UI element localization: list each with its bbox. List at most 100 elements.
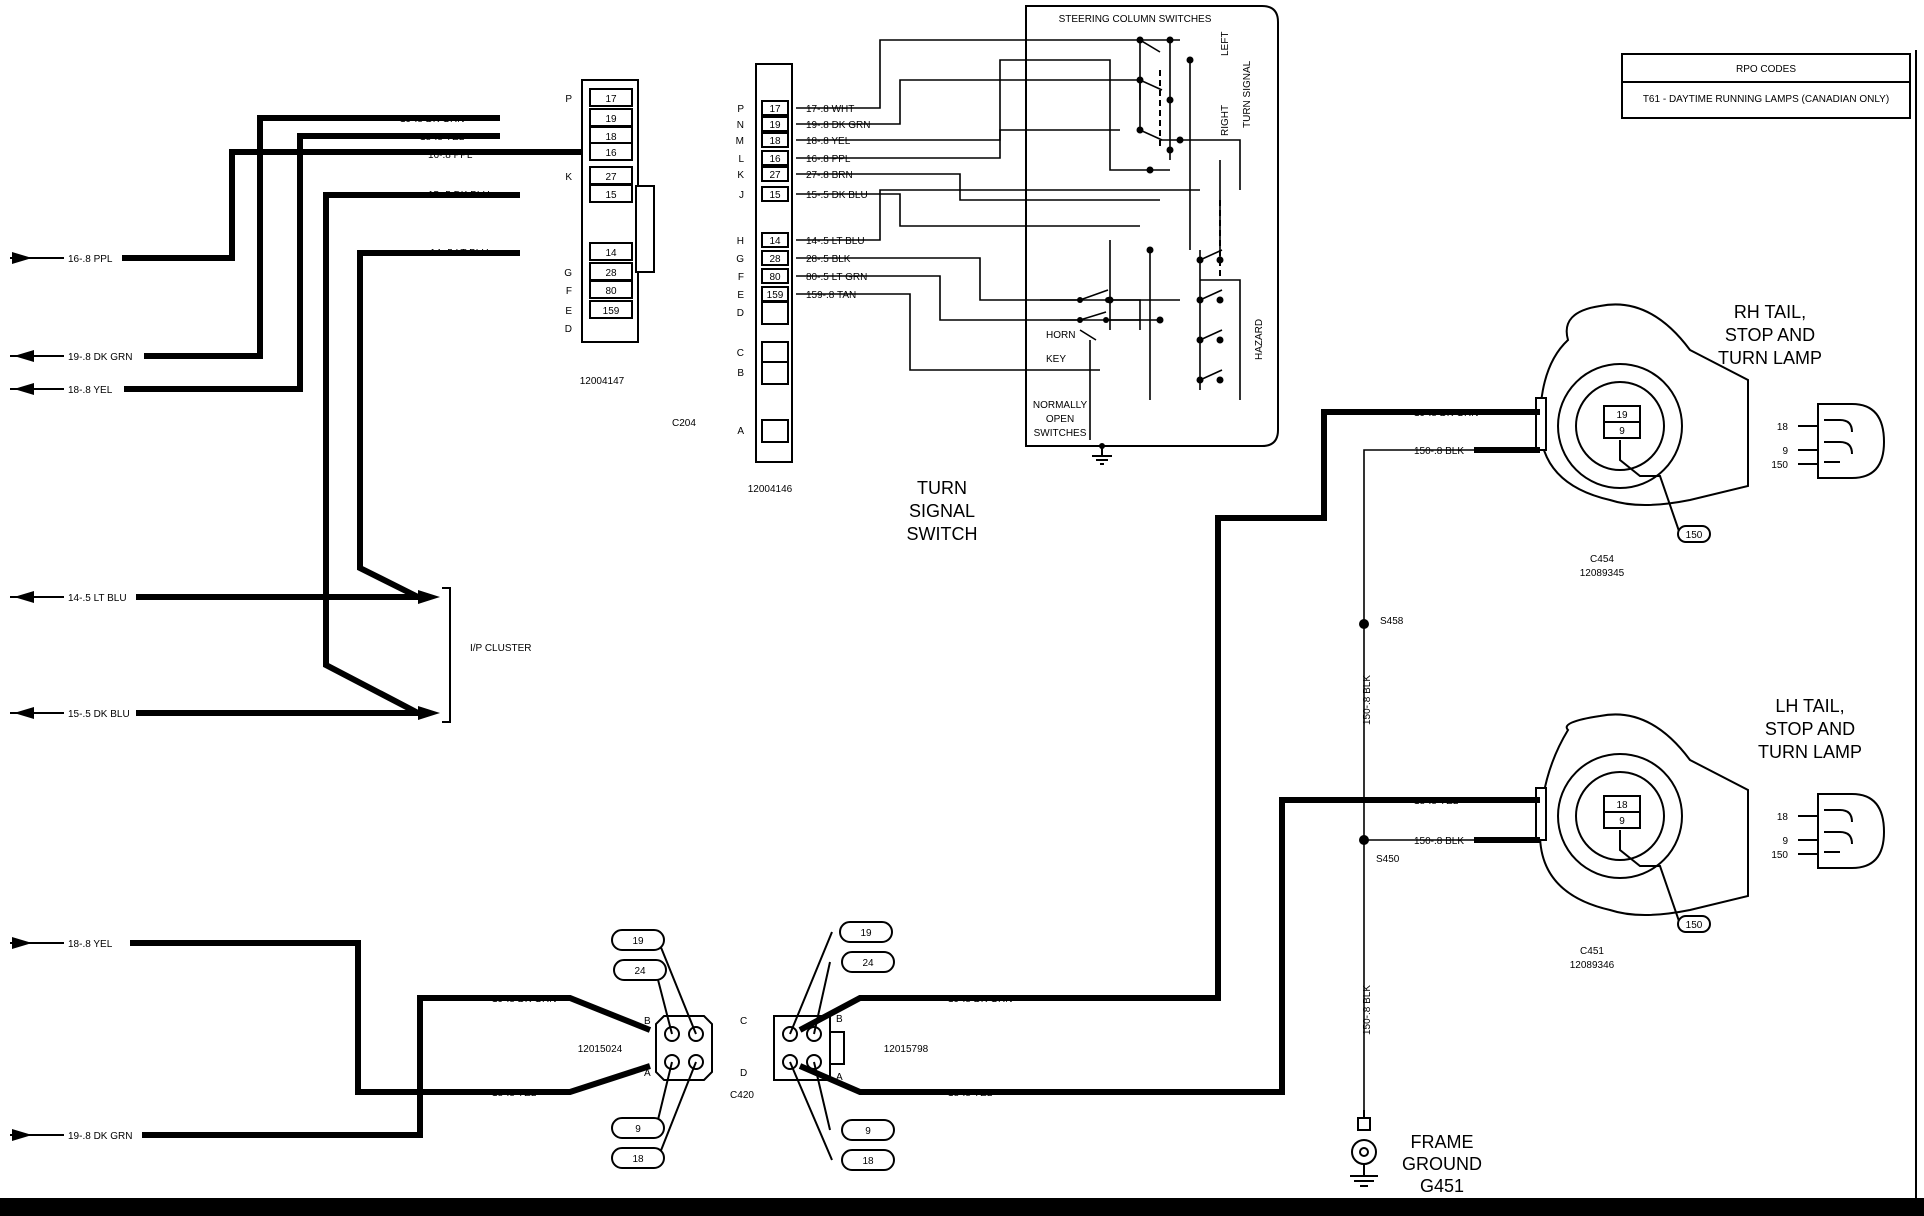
c204-right-pin-letter: P bbox=[737, 104, 744, 115]
ip-cluster-bracket bbox=[442, 587, 451, 723]
lh-pin-9: 9 bbox=[1619, 816, 1625, 827]
switch-contact bbox=[1216, 296, 1224, 304]
c204-right-pin-wire: 14-.5 LT BLU bbox=[806, 236, 865, 247]
frame-ground-1: FRAME bbox=[1411, 1132, 1474, 1152]
c204-left-pin bbox=[589, 142, 633, 161]
rh-title-2: STOP AND bbox=[1725, 325, 1815, 345]
rh-bulb-icon bbox=[1817, 403, 1886, 479]
c204-right-pin-wire: 17-.8 WHT bbox=[806, 104, 854, 115]
label-hazard: HAZARD bbox=[1254, 319, 1265, 360]
c420-circuit-bubble-text: 19 bbox=[632, 936, 644, 947]
rpo-codes-box: RPO CODES T61 - DAYTIME RUNNING LAMPS (C… bbox=[1621, 53, 1911, 119]
switch-name-line1: TURN bbox=[917, 478, 967, 498]
c204-right-pin-wire: 159-.8 TAN bbox=[806, 290, 856, 301]
rh-lamp: 19 9 150 RH TAIL, STOP AND TURN LAMP 18 … bbox=[1535, 302, 1886, 579]
c204-right-pin-empty bbox=[761, 341, 789, 365]
ground-wire-label-2: 150-.8 BLK bbox=[1362, 985, 1373, 1035]
label-dkblu: 15-.5 DK BLU bbox=[68, 709, 130, 720]
c420-letter-d: D bbox=[740, 1068, 747, 1079]
frame-ground-2: GROUND bbox=[1402, 1154, 1482, 1174]
c451-part: 12089346 bbox=[1570, 960, 1615, 971]
switch-contact bbox=[1216, 256, 1224, 264]
c420-letter-ra: A bbox=[836, 1072, 843, 1083]
lh-wire-blk-label: 150-.8 BLK bbox=[1414, 836, 1464, 847]
c204-left-pin-circuit: 18 bbox=[605, 132, 617, 143]
label-ppl: 16-.8 PPL bbox=[68, 254, 113, 265]
rpo-entry: T61 - DAYTIME RUNNING LAMPS (CANADIAN ON… bbox=[1643, 94, 1889, 105]
ip-cluster-label: I/P CLUSTER bbox=[470, 643, 532, 654]
c204-left-wire-ltblu: 14-.5 LT BLU bbox=[430, 248, 489, 259]
c204-left-pin bbox=[589, 242, 633, 261]
label-normally: NORMALLY bbox=[1033, 400, 1088, 411]
switch-blade bbox=[1199, 289, 1223, 301]
switch-blade bbox=[1139, 39, 1161, 53]
switch-contact bbox=[1166, 36, 1174, 44]
c204-right-pin-wire: 28-.5 BLK bbox=[806, 254, 851, 265]
c204-left-pin-letter: F bbox=[566, 286, 572, 297]
c204-right-pin-circuit: 15 bbox=[769, 190, 781, 201]
splice-s450 bbox=[1359, 835, 1369, 845]
c204-right-pin-letter: D bbox=[737, 308, 744, 319]
c420-circuit-bubble-text: 24 bbox=[634, 966, 646, 977]
c204-left-pin-circuit: 80 bbox=[605, 286, 617, 297]
c420-letter-b: B bbox=[644, 1016, 651, 1027]
lh-bulb-18: 18 bbox=[1777, 812, 1789, 823]
switch-title: STEERING COLUMN SWITCHES bbox=[1059, 14, 1212, 25]
bottom-dkgrn-label: 19-.8 DK GRN bbox=[68, 1131, 132, 1142]
switch-contact bbox=[1166, 146, 1174, 154]
rh-pin-19: 19 bbox=[1616, 410, 1628, 421]
c420-connectors: 18-.8 YEL 19-.8 DK GRN 19-.8 DK GRN 18-.… bbox=[34, 921, 1012, 1171]
c204-right-pin-circuit: 18 bbox=[769, 136, 781, 147]
c204-right-pin-letter: M bbox=[736, 136, 744, 147]
arrow-yel-bottom bbox=[10, 937, 34, 949]
label-key: KEY bbox=[1046, 354, 1066, 365]
c204-right-pin-empty bbox=[761, 301, 789, 325]
switch-contact bbox=[1186, 56, 1194, 64]
c420-circuit-bubble bbox=[613, 959, 667, 981]
c420-circuit-bubble bbox=[841, 1149, 895, 1171]
c420-letter-a: A bbox=[644, 1068, 651, 1079]
c204-label: C204 bbox=[672, 418, 696, 429]
rh-bulb-150: 150 bbox=[1771, 460, 1788, 471]
c451-name: C451 bbox=[1580, 946, 1604, 957]
lh-lamp: 18 9 150 LH TAIL, STOP AND TURN LAMP 18 … bbox=[1535, 696, 1886, 971]
c204-left-pin-letter: K bbox=[565, 172, 572, 183]
switch-contact bbox=[1156, 316, 1164, 324]
c204-right-pin-wire: 16-.8 PPL bbox=[806, 154, 851, 165]
c204-right-pin bbox=[761, 250, 789, 266]
c204-right-pin-empty bbox=[761, 361, 789, 385]
frame-ground-3: G451 bbox=[1420, 1176, 1464, 1196]
c204-right-part: 12004146 bbox=[748, 484, 793, 495]
switch-contact bbox=[1176, 136, 1184, 144]
c204-right-pin bbox=[761, 268, 789, 284]
c204-right-pin-wire: 27-.8 BRN bbox=[806, 170, 853, 181]
c204-right-pin-letter: F bbox=[738, 272, 744, 283]
c204-right-pin-circuit: 16 bbox=[769, 154, 781, 165]
c420-circuit-bubble-text: 18 bbox=[632, 1154, 644, 1165]
switch-feed-wires bbox=[796, 39, 1080, 371]
c204-right-pin-letter: N bbox=[737, 120, 744, 131]
wire-bottom-yel bbox=[130, 940, 490, 1095]
switch-contact bbox=[1146, 166, 1154, 174]
arrow-yel bbox=[10, 383, 34, 395]
lh-pin-18: 18 bbox=[1616, 800, 1628, 811]
c204-left-wire-dkblu: 15-.5 DK BLU bbox=[428, 190, 490, 201]
c420-circuit-bubble bbox=[841, 1119, 895, 1141]
c204-right-pin-letter: C bbox=[737, 348, 744, 359]
bottom-yel-label: 18-.8 YEL bbox=[68, 939, 113, 950]
c420-circuit-bubble-text: 19 bbox=[860, 928, 872, 939]
wire-dkgrn-left bbox=[144, 115, 500, 359]
c420-right-part: 12015798 bbox=[884, 1044, 929, 1055]
switch-ground-icon bbox=[1092, 446, 1112, 465]
label-horn: HORN bbox=[1046, 330, 1075, 341]
rh-ground-ref bbox=[1677, 525, 1711, 543]
c204-right-pin bbox=[761, 186, 789, 202]
c204-left-pin bbox=[589, 280, 633, 299]
rh-title-3: TURN LAMP bbox=[1718, 348, 1822, 368]
c420-right-dkgrn-label: 19-.8 DK GRN bbox=[948, 994, 1012, 1005]
bottom-border bbox=[0, 1198, 1924, 1216]
c420-circuit-bubble bbox=[841, 951, 895, 973]
c204-left-pin bbox=[589, 300, 633, 319]
c420-right-yel-label: 18-.8 YEL bbox=[948, 1088, 993, 1099]
